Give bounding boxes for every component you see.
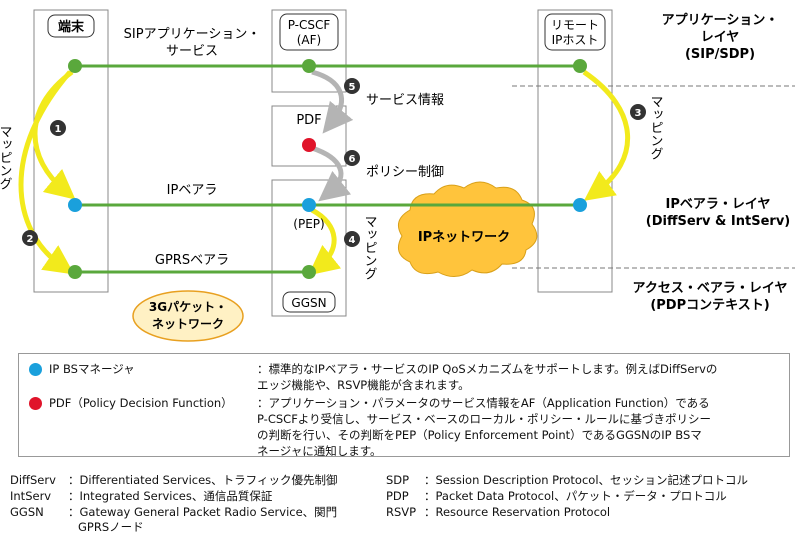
acc-layer-line1: アクセス・ベアラ・レイヤ xyxy=(633,281,788,296)
terminal-gprs-node xyxy=(68,265,82,279)
abbr-desc: ：Integrated Services、通信品質保証 xyxy=(68,489,273,503)
abbr-desc: ：Packet Data Protocol、パケット・データ・プロトコル xyxy=(424,489,727,503)
pcscf-sip-node xyxy=(302,59,316,73)
step-4: 4 xyxy=(344,231,360,247)
ggsn-label: GGSN xyxy=(291,296,326,310)
ip-bs-manager-dot xyxy=(29,363,42,376)
3g-network-label-line1: 3Gパケット・ xyxy=(149,300,227,314)
abbr-term: PDP xyxy=(386,489,409,503)
terminal-sip-node xyxy=(68,59,82,73)
ip-bearer-label: IPベアラ xyxy=(167,183,218,198)
abbr-desc: GPRSノード xyxy=(78,520,144,534)
ggsn-label-pill xyxy=(282,291,336,313)
pcscf-label-line1: P-CSCF xyxy=(288,18,331,32)
mapping-label-center: マッピング xyxy=(362,215,378,280)
ip-network-label: IPネットワーク xyxy=(418,230,510,245)
gprs-bearer-label: GPRSベアラ xyxy=(155,253,229,268)
legend-label-ip-bs: IP BSマネージャ xyxy=(49,362,135,376)
pep-label: (PEP) xyxy=(293,217,324,231)
pcscf-label-line2: (AF) xyxy=(297,33,321,47)
mapping-label-left: マッピング xyxy=(0,125,12,190)
legend-desc-ip-bs: ：標準的なIPベアラ・サービスのIP QoSメカニズムをサポートします。例えばD… xyxy=(257,362,718,392)
3g-network-label-line2: ネットワーク xyxy=(152,317,224,331)
remote-ip-bs-node xyxy=(573,198,587,212)
service-info-label: サービス情報 xyxy=(366,93,444,108)
svg-text:4: 4 xyxy=(349,235,356,246)
step-3: 3 xyxy=(630,104,646,120)
legend-box: IP BSマネージャ ：標準的なIPベアラ・サービスのIP QoSメカニズムをサ… xyxy=(18,353,790,458)
terminal-label: 端末 xyxy=(58,19,85,35)
app-layer-line1: アプリケーション・ xyxy=(662,13,779,28)
pdf-label: PDF xyxy=(296,113,321,128)
mapping-arrow-4 xyxy=(308,207,342,276)
abbr-term: DiffServ xyxy=(10,473,56,487)
abbr-term: IntServ xyxy=(10,489,52,503)
step-5: 5 xyxy=(344,78,360,94)
abbr-desc: ：Resource Reservation Protocol xyxy=(424,505,611,519)
remote-label-line1: リモート xyxy=(551,18,599,32)
legend-desc-pdf: ：アプリケーション・パラメータのサービス情報をAF（Application Fu… xyxy=(257,396,711,458)
sip-label-line2: サービス xyxy=(166,44,218,59)
svg-text:5: 5 xyxy=(349,82,356,93)
legend-label-pdf: PDF（Policy Decision Function） xyxy=(49,396,233,410)
step-2: 2 xyxy=(22,230,38,246)
remote-host-box xyxy=(537,9,613,293)
step-6: 6 xyxy=(344,150,360,166)
pep-ip-bs-node xyxy=(302,198,316,212)
ggsn-gprs-node xyxy=(302,265,316,279)
policy-control-label: ポリシー制御 xyxy=(366,165,444,180)
svg-text:2: 2 xyxy=(27,234,34,245)
pcscf-label-pill xyxy=(279,13,339,51)
mapping-label-right: マッピング xyxy=(648,95,664,160)
svg-text:6: 6 xyxy=(349,154,356,165)
abbr-term: GGSN xyxy=(10,505,44,519)
abbr-desc: ：Session Description Protocol、セッション記述プロト… xyxy=(424,473,749,487)
mapping-arrow-3 xyxy=(582,69,630,201)
policy-control-arrow xyxy=(311,145,352,202)
app-layer-line2: レイヤ xyxy=(701,30,740,45)
service-info-arrow xyxy=(311,69,354,134)
ipb-layer-line1: IPベアラ・レイヤ xyxy=(666,197,771,212)
mapping-arrow-2 xyxy=(18,70,75,275)
acc-layer-line2: (PDPコンテキスト) xyxy=(650,298,769,313)
abbr-desc: ：Gateway General Packet Radio Service、関門 xyxy=(68,505,338,519)
terminal-box xyxy=(33,9,109,293)
svg-text:3: 3 xyxy=(635,108,642,119)
abbr-term: RSVP xyxy=(386,505,417,519)
remote-sip-node xyxy=(573,59,587,73)
app-layer-line3: (SIP/SDP) xyxy=(685,47,755,62)
terminal-label-pill xyxy=(47,14,95,38)
svg-text:1: 1 xyxy=(55,124,62,135)
step-1: 1 xyxy=(50,120,66,136)
sip-label-line1: SIPアプリケーション・ xyxy=(124,27,261,42)
abbr-term: SDP xyxy=(386,473,410,487)
terminal-ip-bs-node xyxy=(68,198,82,212)
abbr-desc: ：Differentiated Services、トラフィック優先制御 xyxy=(68,473,338,487)
pdf-node xyxy=(302,138,316,152)
architecture-diagram: 端末 P-CSCF (AF) PDF GGSN リモート IPホスト IPネット… xyxy=(0,9,795,342)
3g-network-ellipse xyxy=(132,290,244,342)
ipb-layer-line2: (DiffServ & IntServ) xyxy=(646,214,791,229)
pdf-dot xyxy=(29,397,42,410)
remote-label-pill xyxy=(544,13,606,51)
remote-label-line2: IPホスト xyxy=(552,33,599,47)
